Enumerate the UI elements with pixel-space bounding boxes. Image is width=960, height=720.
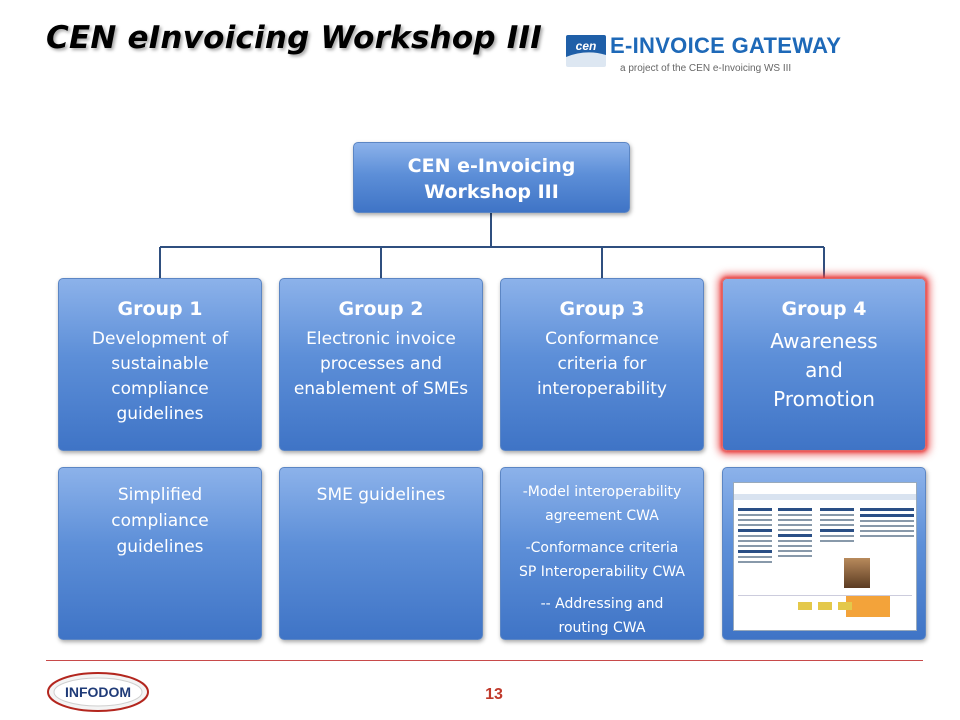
cen-logo-text: cen: [576, 39, 597, 53]
output-3-line: -Model interoperability: [522, 484, 682, 500]
group-1-line: sustainable: [111, 354, 209, 374]
output-1-line: compliance: [111, 511, 209, 531]
root-line1: CEN e-Invoicing: [407, 155, 576, 177]
group-1-line: guidelines: [116, 404, 204, 424]
page-number: 13: [485, 686, 503, 703]
footer-divider: [46, 660, 923, 661]
thumbnail-photo: [844, 558, 870, 588]
root-line2: Workshop III: [424, 181, 559, 203]
output-3-line: routing CWA: [558, 620, 646, 636]
group-4-box-highlighted: Group 4 Awareness and Promotion: [722, 278, 926, 451]
gateway-title: E-INVOICE GATEWAY: [610, 33, 842, 58]
output-2-box: SME guidelines: [279, 467, 483, 640]
group-1-header: Group 1: [117, 298, 203, 320]
gateway-subtitle: a project of the CEN e-Invoicing WS III: [620, 63, 792, 74]
group-4-line: Awareness: [770, 329, 878, 353]
thumbnail-column: [818, 505, 856, 592]
group-3-box: Group 3 Conformance criteria for interop…: [500, 278, 704, 451]
thumbnail-highlight-panel: [846, 595, 890, 617]
output-2-line: SME guidelines: [316, 485, 446, 505]
root-node-workshop: CEN e-Invoicing Workshop III: [353, 142, 630, 213]
gateway-website-thumbnail: E-INVOICE GATEWAY: [733, 482, 917, 631]
thumbnail-column: [858, 505, 916, 592]
output-3-line: SP Interoperability CWA: [519, 564, 685, 580]
slide-title: CEN eInvoicing Workshop III: [46, 20, 542, 56]
cen-logo-icon: cen: [566, 35, 606, 67]
group-3-header: Group 3: [559, 298, 645, 320]
group-2-line: Electronic invoice: [306, 329, 456, 349]
group-2-line: processes and: [319, 354, 443, 374]
infodom-logo: INFODOM: [47, 672, 149, 712]
group-2-header: Group 2: [338, 298, 424, 320]
output-3-line: agreement CWA: [545, 508, 659, 524]
output-3-line: -Conformance criteria: [525, 540, 679, 556]
group-2-line: enablement of SMEs: [293, 379, 469, 399]
output-1-box: Simplified compliance guidelines: [58, 467, 262, 640]
e-invoice-gateway-logo: cen E-INVOICE GATEWAY a project of the C…: [566, 33, 896, 81]
group-3-line: interoperability: [537, 379, 667, 399]
output-3-box: -Model interoperability agreement CWA -C…: [500, 467, 704, 640]
thumbnail-footer: [738, 595, 912, 626]
output-4-box: E-INVOICE GATEWAY: [722, 467, 926, 640]
thumbnail-column: [736, 505, 774, 592]
group-1-line: compliance: [111, 379, 209, 399]
thumbnail-nav-bar: [734, 494, 916, 500]
group-4-line: and: [805, 358, 843, 382]
group-1-line: Development of: [91, 329, 229, 349]
group-4-header: Group 4: [781, 298, 867, 320]
infodom-logo-text: INFODOM: [65, 684, 131, 700]
thumbnail-column: [776, 505, 814, 592]
output-1-line: Simplified: [117, 485, 203, 505]
output-3-line: -- Addressing and: [540, 596, 664, 612]
group-3-line: criteria for: [557, 354, 647, 374]
group-2-box: Group 2 Electronic invoice processes and…: [279, 278, 483, 451]
group-1-box: Group 1 Development of sustainable compl…: [58, 278, 262, 451]
group-3-line: Conformance: [545, 329, 659, 349]
group-4-line: Promotion: [773, 387, 875, 411]
output-1-line: guidelines: [116, 537, 204, 557]
